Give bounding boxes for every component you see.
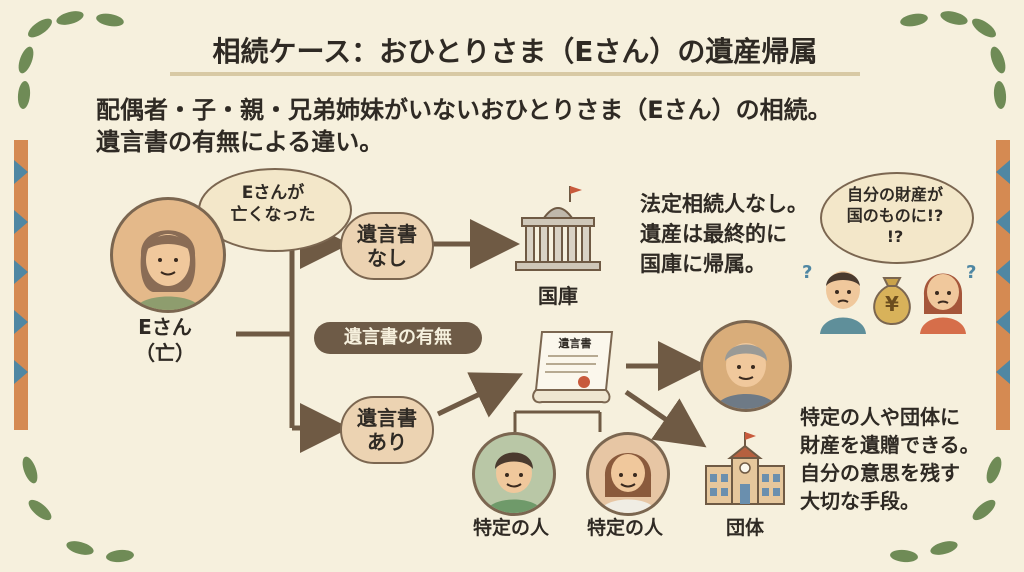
- no-will-explain-2: 遺産は最終的に: [640, 222, 787, 246]
- arrow-to-document: [436, 372, 524, 418]
- worried-woman-icon: [920, 273, 966, 334]
- reaction-text-1: 自分の財産が: [846, 185, 943, 204]
- no-will-text-1: 遺言書: [357, 222, 417, 246]
- page-title: 相続ケース：おひとりさま（Eさん）の遺産帰属: [170, 32, 860, 76]
- no-will-text-2: なし: [367, 246, 407, 270]
- document-split-lines: [513, 410, 602, 432]
- intro-line-2: 遺言書の有無による違い。: [96, 128, 384, 156]
- group-label: 団体: [725, 517, 764, 539]
- person-1-label: 特定の人: [472, 517, 549, 539]
- bubble-text-1: Eさんが: [241, 183, 305, 203]
- worried-man-icon: [820, 271, 866, 334]
- deceased-status: （亡）: [135, 341, 195, 365]
- no-will-explain-3: 国庫に帰属。: [640, 252, 766, 276]
- reaction-text-2: 国のものに!?: [846, 206, 944, 225]
- yen-symbol: ¥: [885, 292, 899, 316]
- money-bag-icon: [873, 277, 911, 326]
- no-will-node: 遺言書 なし: [340, 212, 434, 280]
- elderly-woman-icon: [135, 230, 201, 310]
- specific-person-1: [472, 432, 556, 516]
- deceased-avatar: [110, 197, 226, 313]
- specific-person-2: [586, 432, 670, 516]
- with-will-explain-1: 特定の人や団体に: [800, 405, 960, 429]
- reaction-text-3: !?: [886, 227, 904, 246]
- national-treasury-label: 国庫: [538, 284, 578, 308]
- question-mark-right: ?: [966, 262, 977, 283]
- with-will-explain-3: 自分の意思を残す: [800, 461, 960, 485]
- with-will-explain-2: 財産を遺贈できる。: [800, 433, 980, 457]
- document-label: 遺言書: [558, 337, 592, 350]
- with-will-text-1: 遺言書: [357, 406, 417, 430]
- national-treasury-icon: [515, 186, 601, 271]
- bubble-text-2: 亡くなった: [230, 205, 316, 225]
- branch-label: 遺言書の有無: [314, 322, 482, 354]
- reaction-bubble: [820, 172, 974, 264]
- deceased-name: Eさん: [138, 315, 192, 339]
- with-will-node: 遺言書 あり: [340, 396, 434, 464]
- with-will-text-2: あり: [367, 430, 407, 454]
- will-document-icon: [532, 331, 614, 404]
- specific-person-top: [700, 320, 792, 412]
- person-2-label: 特定の人: [586, 517, 663, 539]
- arrow-to-group: [624, 389, 707, 448]
- school-building-icon: [705, 432, 785, 505]
- question-mark-left: ?: [802, 262, 813, 283]
- young-woman-icon: [599, 453, 657, 513]
- young-man-icon: [485, 452, 543, 513]
- with-will-explain-4: 大切な手段。: [800, 489, 920, 513]
- no-will-explain-1: 法定相続人なし。: [640, 192, 808, 216]
- intro-line-1: 配偶者・子・親・兄弟姉妹がいないおひとりさま（Eさん）の相続。: [96, 96, 832, 124]
- elderly-man-icon: [715, 343, 777, 409]
